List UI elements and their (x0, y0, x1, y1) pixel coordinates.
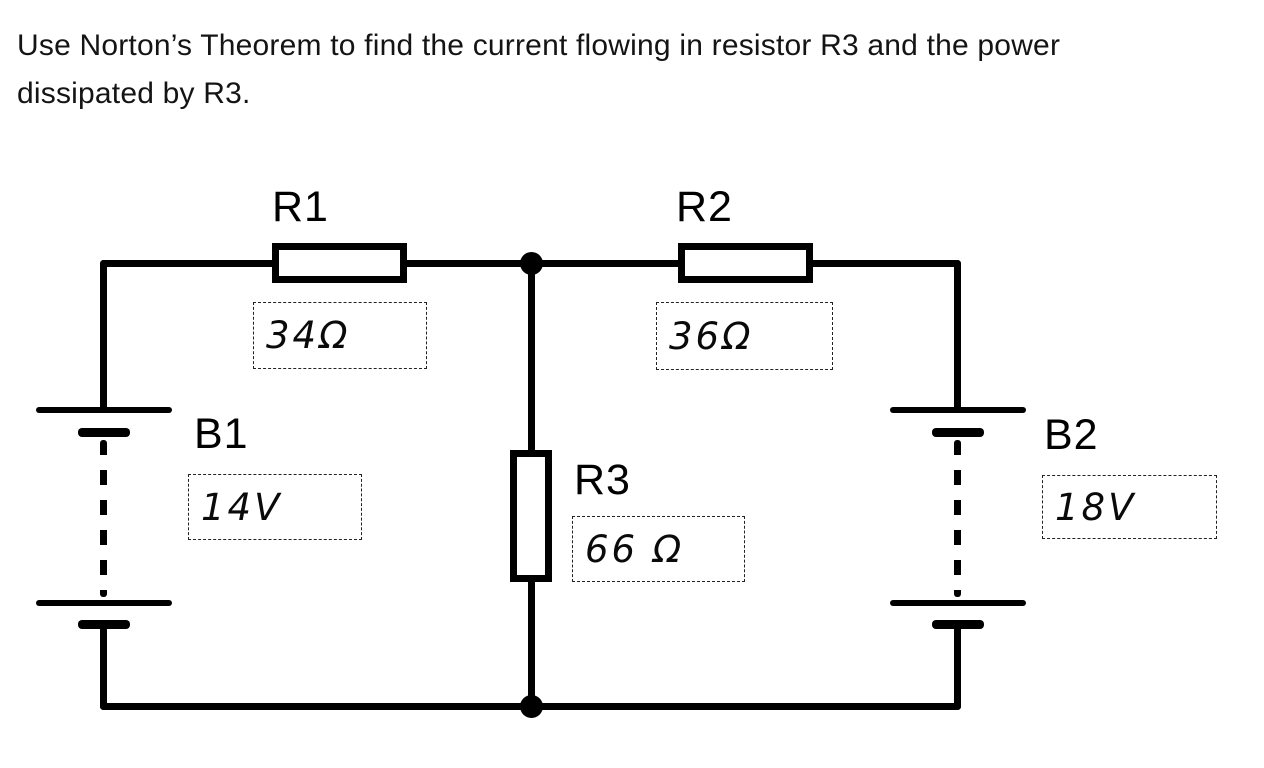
junction-dot-top (520, 252, 543, 275)
battery-b2-value: 18V (1055, 485, 1137, 529)
battery-b1-short-plate-top (78, 428, 130, 437)
resistor-r1-label: R1 (272, 183, 329, 231)
battery-b1-dashed-link (100, 440, 107, 597)
wire-left-lower (100, 626, 107, 710)
battery-b2-value-box: 18V (1042, 475, 1217, 539)
battery-b2-short-plate-top (932, 428, 984, 437)
battery-b2-long-plate-bottom (890, 600, 1026, 606)
question-line-1: Use Norton’s Theorem to find the current… (17, 29, 1061, 62)
resistor-r1-body (272, 243, 407, 283)
resistor-r2-label: R2 (676, 183, 733, 231)
resistor-r3-value-box: 66 Ω (572, 516, 745, 582)
wire-right-upper (954, 260, 961, 413)
battery-b1-long-plate-bottom (36, 600, 172, 606)
wire-left-upper (100, 260, 107, 413)
battery-b1-value: 14V (201, 485, 283, 529)
question-line-2: dissipated by R3. (17, 77, 251, 110)
question-text: Use Norton’s Theorem to find the current… (17, 22, 1257, 118)
battery-b2-dashed-link (954, 440, 961, 597)
battery-b2-long-plate-top (890, 407, 1026, 413)
resistor-r1-value-box: 34Ω (253, 302, 427, 369)
battery-b1-label: B1 (194, 410, 249, 458)
resistor-r3-body (510, 450, 552, 582)
battery-b1-long-plate-top (36, 407, 172, 413)
battery-b2-short-plate-bottom (932, 620, 984, 629)
resistor-r2-value-box: 36Ω (656, 302, 833, 370)
wire-right-lower (954, 626, 961, 710)
battery-b1-short-plate-bottom (78, 620, 130, 629)
resistor-r2-value: 36Ω (669, 314, 754, 358)
battery-b1-value-box: 14V (188, 474, 362, 540)
resistor-r3-value: 66 Ω (585, 527, 685, 571)
junction-dot-bottom (520, 695, 543, 718)
resistor-r2-body (678, 243, 813, 283)
resistor-r3-label: R3 (574, 456, 631, 504)
battery-b2-label: B2 (1044, 411, 1099, 459)
resistor-r1-value: 34Ω (266, 314, 351, 357)
